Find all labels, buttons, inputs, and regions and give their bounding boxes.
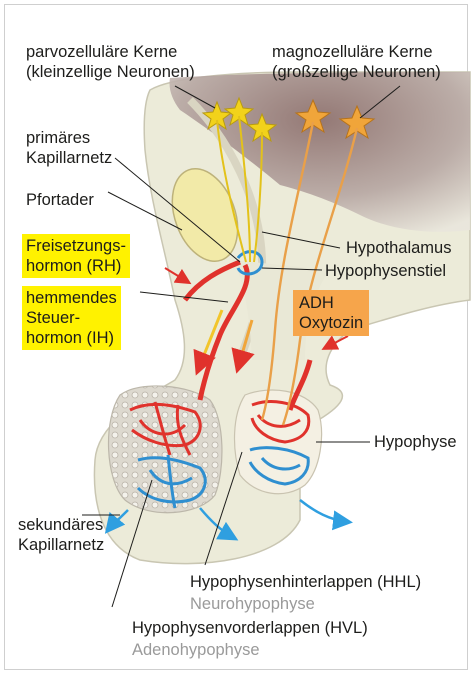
adenohypophysis-label: Adenohypophyse	[132, 640, 260, 660]
adh-oxytocin-label: ADH Oxytozin	[293, 290, 369, 336]
parvocellular-label: parvozelluläre Kerne (kleinzellige Neuro…	[26, 42, 195, 82]
rh-label: Freisetzungs- hormon (RH)	[22, 234, 130, 278]
ih-label: hemmendes Steuer- hormon (IH)	[22, 286, 121, 350]
magnocellular-label-line2: (großzellige Neuronen)	[272, 62, 441, 82]
pfortader-label: Pfortader	[26, 190, 94, 210]
oxytocin-label: Oxytozin	[299, 313, 363, 333]
adh-label: ADH	[299, 293, 363, 313]
ih-label-line2: Steuer-	[26, 308, 117, 328]
secondary-capillary-label-line2: Kapillarnetz	[18, 535, 104, 555]
blue-outflow-arrow-3	[300, 500, 348, 522]
secondary-capillary-label: sekundäres Kapillarnetz	[18, 515, 104, 555]
rh-label-line1: Freisetzungs-	[26, 236, 126, 256]
hvl-label: Hypophysenvorderlappen (HVL)	[132, 618, 368, 638]
magnocellular-label-line1: magnozelluläre Kerne	[272, 42, 441, 62]
primary-capillary-label-line1: primäres	[26, 128, 112, 148]
ih-label-line1: hemmendes	[26, 288, 117, 308]
secondary-capillary-label-line1: sekundäres	[18, 515, 104, 535]
parvocellular-label-line1: parvozelluläre Kerne	[26, 42, 195, 62]
ih-label-line3: hormon (IH)	[26, 328, 117, 348]
neurohypophysis-label: Neurohypophyse	[190, 594, 315, 614]
primary-capillary-label: primäres Kapillarnetz	[26, 128, 112, 168]
magnocellular-label: magnozelluläre Kerne (großzellige Neuron…	[272, 42, 441, 82]
rh-label-line2: hormon (RH)	[26, 256, 126, 276]
primary-capillary-label-line2: Kapillarnetz	[26, 148, 112, 168]
hhl-label: Hypophysenhinterlappen (HHL)	[190, 572, 421, 592]
hypothalamus-label: Hypothalamus	[346, 238, 451, 258]
hypophyse-label: Hypophyse	[374, 432, 457, 452]
stalk-label: Hypophysenstiel	[325, 261, 446, 281]
parvocellular-label-line2: (kleinzellige Neuronen)	[26, 62, 195, 82]
